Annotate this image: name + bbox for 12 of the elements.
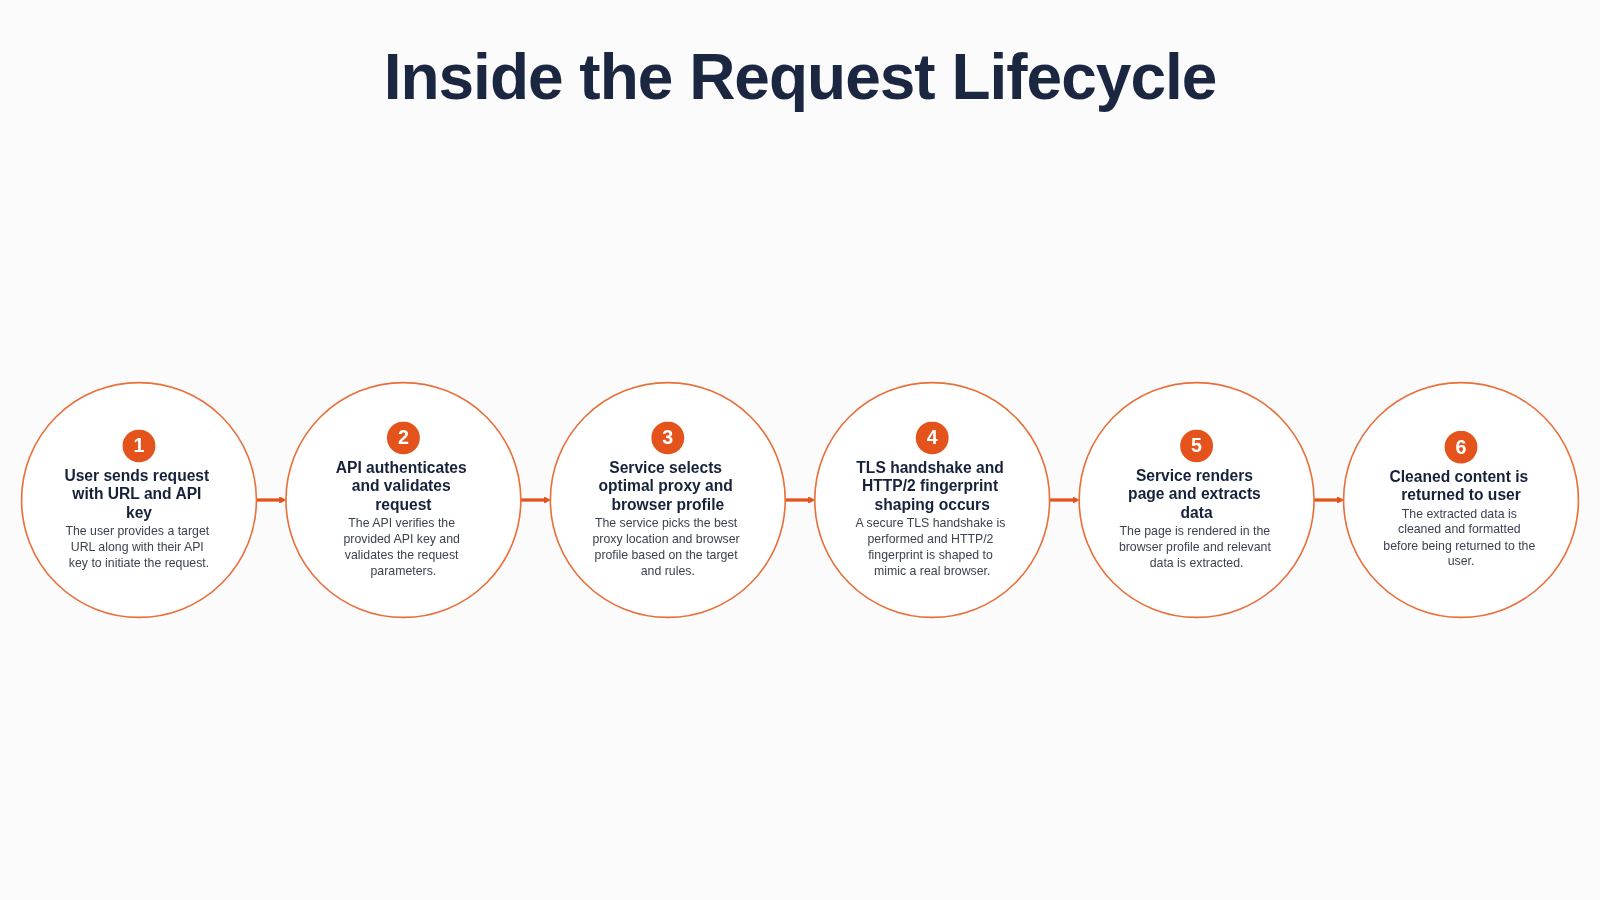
arrow xyxy=(520,496,551,504)
arrow xyxy=(1049,496,1080,504)
node-circle: 3 Service selects optimal proxy and browser profile The service picks the best proxy location and browser profile based on the target and rules. xyxy=(549,381,787,619)
title: Inside the Request Lifecycle xyxy=(382,40,1218,115)
arrow xyxy=(785,496,816,504)
node-circle: 5 Service renders page and extracts data The page is rendered in the browser profile and relevant data is extracted. xyxy=(1078,381,1315,619)
node-circle: 4 TLS handshake and HTTP/2 fingerprint shaping occurs A secure TLS handshake is performed and HTTP/2 fingerprint is shaped to mimic a real browser. xyxy=(813,381,1051,619)
arrow xyxy=(256,496,287,504)
arrow xyxy=(1314,496,1344,504)
node-circle: 2 API authenticates and validates request The API verifies the provided API key and validates the request parameters. xyxy=(285,381,522,619)
node-circle: 6 Cleaned content is returned to user The extracted data is cleaned and formatted before being returned to the user. xyxy=(1342,381,1580,619)
node-circle: 1 User sends request with URL and API key The user provides a target URL along with their API key to initiate the request. xyxy=(20,381,258,619)
